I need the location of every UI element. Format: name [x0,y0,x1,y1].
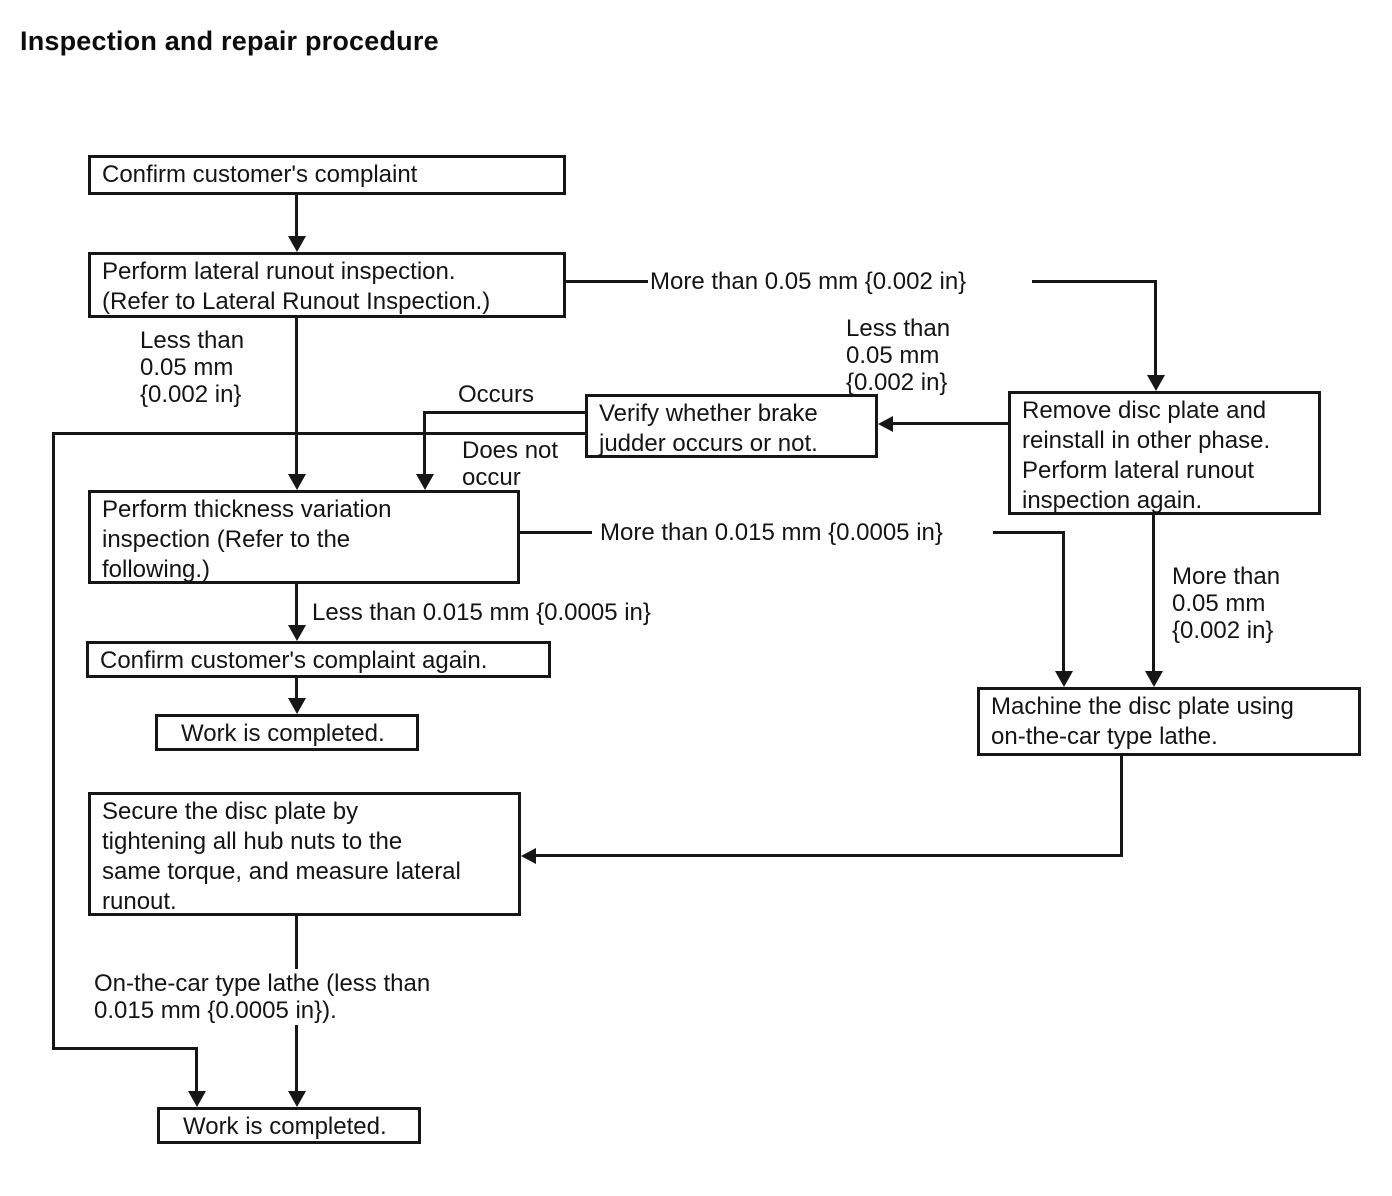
node-text: on-the-car type lathe. [991,723,1218,750]
edge-occurs-line [423,411,426,476]
arrowhead-left [878,416,893,432]
node-work-completed-upper: Work is completed. [155,714,419,751]
edge-confirm-to-lateral-line [295,195,298,238]
edge-thickness-to-machine-line [519,531,592,534]
node-confirm-complaint: Confirm customer's complaint [88,155,566,195]
edge-label-on-the-car-lathe: On-the-car type lathe (less than 0.015 m… [94,969,435,1025]
node-text: tightening all hub nuts to the [102,828,403,855]
edge-label-more-than-005-top: More than 0.05 mm {0.002 in} [650,267,971,296]
node-text: Remove disc plate and [1022,397,1267,424]
node-text: same torque, and measure lateral [102,858,461,885]
node-text: reinstall in other phase. [1022,427,1271,454]
arrowhead-down [416,474,434,490]
edge-confirm-to-work-line [295,678,298,700]
arrowhead-down [288,1091,306,1107]
edge-machine-to-secure-line [534,854,1123,857]
edge-thickness-to-confirm-line [295,584,298,627]
node-text: judder occurs or not. [599,430,818,457]
edge-machine-to-secure-line [1120,756,1123,857]
arrowhead-down [188,1091,206,1107]
node-text: following.) [102,556,211,583]
edge-lateral-to-remove-line [566,280,648,283]
node-text: Verify whether brake [599,400,818,427]
edge-label-less-than-0015: Less than 0.015 mm {0.0005 in} [312,599,651,626]
node-confirm-complaint-again: Confirm customer's complaint again. [86,641,551,678]
arrowhead-down [288,625,306,641]
node-verify-brake-judder: Verify whether brake judder occurs or no… [585,394,878,458]
node-text: runout. [102,888,177,915]
edge-lateral-to-remove-line [1154,280,1157,377]
edge-thickness-to-machine-line [993,531,1065,534]
page-title: Inspection and repair procedure [20,26,439,56]
node-remove-disc-plate: Remove disc plate and reinstall in other… [1008,391,1321,515]
edge-remove-to-verify-line [891,422,1008,425]
edge-does-not-occur-line [195,1047,198,1093]
edge-does-not-occur-line [52,1047,198,1050]
edge-does-not-occur-line [52,432,55,1050]
node-work-completed-lower: Work is completed. [157,1107,421,1144]
node-text: Confirm customer's complaint [102,161,418,188]
arrowhead-down [1055,671,1073,687]
edge-label-less-than-005-right: Less than 0.05 mm {0.002 in} [846,315,951,396]
edge-occurs-line [423,411,585,414]
node-text: (Refer to Lateral Runout Inspection.) [102,288,491,315]
edge-label-less-than-005-left: Less than 0.05 mm {0.002 in} [140,327,245,408]
edge-label-more-than-0015: More than 0.015 mm {0.0005 in} [600,518,947,547]
arrowhead-down [1145,671,1163,687]
node-text: Perform lateral runout inspection. [102,258,456,285]
node-text: Work is completed. [183,1113,387,1140]
node-machine-disc-plate: Machine the disc plate using on-the-car … [977,687,1361,756]
edge-label-does-not-occur: Does not occur [462,437,559,491]
node-text: Perform thickness variation [102,496,392,523]
edge-does-not-occur-line [52,432,585,435]
arrowhead-down [288,236,306,252]
arrowhead-left [521,848,536,864]
node-text: inspection again. [1022,487,1203,514]
node-text: inspection (Refer to the [102,526,351,553]
node-text: Secure the disc plate by [102,798,359,825]
arrowhead-down [288,474,306,490]
arrowhead-down [288,698,306,714]
node-text: Perform lateral runout [1022,457,1255,484]
edge-label-more-than-005-right: More than 0.05 mm {0.002 in} [1172,563,1281,644]
node-secure-disc-plate: Secure the disc plate by tightening all … [88,792,521,916]
node-lateral-runout-inspection: Perform lateral runout inspection. (Refe… [88,252,566,318]
node-text: Machine the disc plate using [991,693,1294,720]
edge-thickness-to-machine-line [1062,531,1065,673]
node-text: Confirm customer's complaint again. [100,647,488,674]
node-thickness-variation-inspection: Perform thickness variation inspection (… [88,490,520,584]
edge-label-occurs: Occurs [458,381,535,408]
arrowhead-down [1147,375,1165,391]
edge-lateral-to-thickness-line [295,318,298,476]
edge-remove-to-machine-line [1152,515,1155,673]
node-text: Work is completed. [181,720,385,747]
edge-lateral-to-remove-line [1032,280,1157,283]
